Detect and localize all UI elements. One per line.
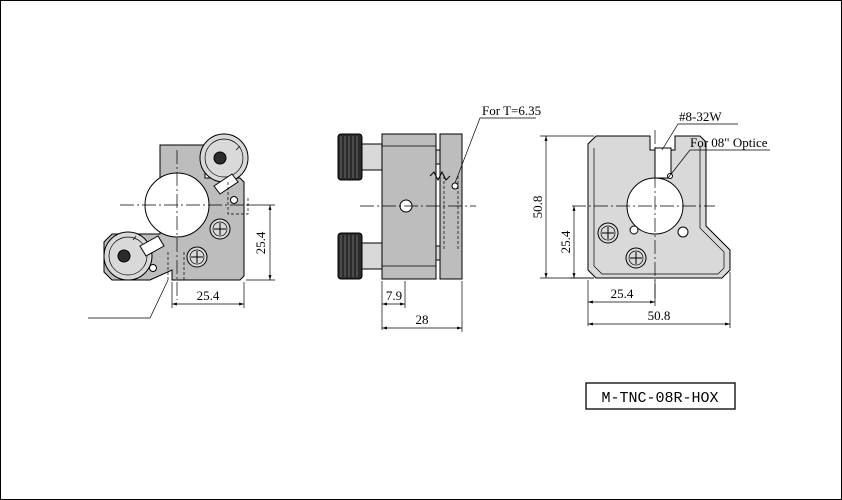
- side-optic-plate: [439, 133, 463, 280]
- front-screw-upper: [209, 218, 231, 240]
- rear-dim-center-horizontal: 25.4: [611, 286, 634, 301]
- front-view: 25.4 25.4: [88, 133, 275, 319]
- rear-dim-height: 50.8: [530, 196, 545, 219]
- rear-callout-optic: For 08" Optice: [690, 135, 768, 150]
- front-screw-lower: [186, 246, 208, 268]
- side-view: For T=6.35 7.9 28: [337, 103, 541, 332]
- rear-callout-thread: #8-32W: [679, 109, 722, 124]
- model-number: M-TNC-08R-HOX: [601, 390, 718, 407]
- rear-screw-lower: [625, 247, 647, 269]
- side-callout-thickness: For T=6.35: [482, 103, 541, 118]
- side-lower-knob: [337, 232, 383, 280]
- front-dim-horizontal: 25.4: [197, 288, 220, 303]
- side-dim-offset: 7.9: [386, 288, 402, 303]
- model-label: M-TNC-08R-HOX: [585, 382, 736, 410]
- rear-screw-upper: [597, 222, 619, 244]
- rear-view: #8-32W For 08" Optice 50.8 25.4 25.4 50.…: [530, 109, 770, 328]
- side-upper-knob: [337, 133, 383, 181]
- side-dim-depth: 28: [416, 312, 429, 327]
- rear-dim-width: 50.8: [648, 308, 671, 323]
- rear-dim-center-vertical: 25.4: [558, 230, 573, 253]
- front-dim-vertical: 25.4: [253, 231, 268, 254]
